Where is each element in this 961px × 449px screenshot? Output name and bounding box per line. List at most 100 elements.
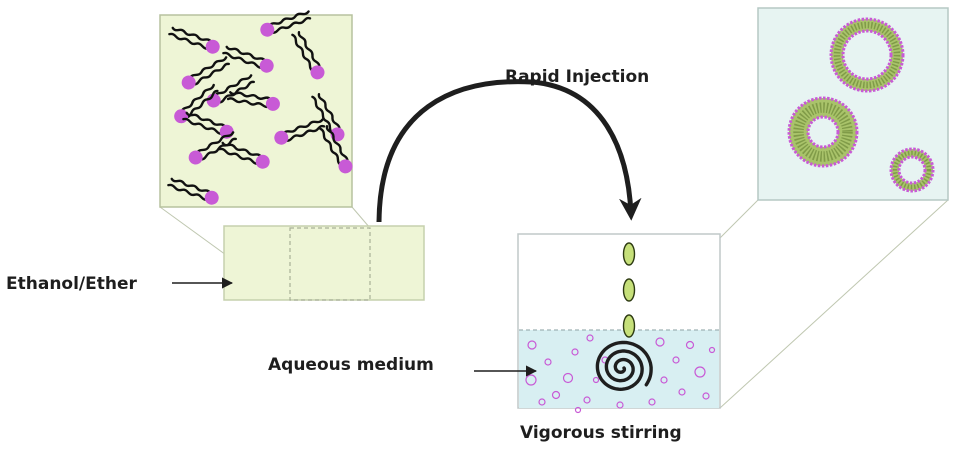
lipid-molecule <box>226 91 280 111</box>
lipid-tail <box>291 33 315 73</box>
liposomes <box>787 17 935 193</box>
small-vesicle <box>538 398 546 406</box>
lipid-tail <box>221 141 263 159</box>
stirring-spiral-icon <box>595 340 653 392</box>
droplet <box>622 242 636 266</box>
small-vesicle <box>672 356 680 364</box>
lipid-head <box>310 65 325 80</box>
lipid-tail <box>284 124 326 142</box>
small-vesicle <box>586 334 594 342</box>
inner-head-layer <box>841 29 893 81</box>
liposome <box>787 96 859 168</box>
lipid-molecules <box>167 10 353 205</box>
lipid-tail <box>171 26 213 44</box>
liposome-zoom-inset <box>757 7 949 201</box>
lipid-tail <box>213 74 253 98</box>
lipid-tail <box>297 31 321 69</box>
inner-head-layer <box>897 155 927 185</box>
injection-arrow <box>376 79 642 223</box>
label-vigorous-stirring: Vigorous stirring <box>520 423 682 443</box>
lipid-head <box>255 154 270 169</box>
bilayer-tails <box>793 102 853 162</box>
lipid-tail <box>229 91 272 101</box>
small-vesicle <box>571 348 579 356</box>
small-vesicle <box>551 390 561 400</box>
zoom-region-outline <box>289 227 371 301</box>
lipid-tail <box>167 183 210 201</box>
lipid-tail <box>180 83 215 114</box>
small-vesicle <box>694 366 706 378</box>
lipid-tail <box>185 111 227 129</box>
small-vesicle <box>592 376 600 384</box>
lipid-head <box>205 39 220 54</box>
label-rapid-injection: Rapid Injection <box>505 67 649 87</box>
label-ethanol-ether: Ethanol/Ether <box>6 274 138 294</box>
small-vesicle <box>544 358 552 366</box>
lipid-tail <box>317 93 341 131</box>
lipid-molecule <box>291 31 325 80</box>
lipid-molecule <box>319 125 353 174</box>
lipid-tail <box>168 32 211 50</box>
lipid-head <box>181 75 196 90</box>
inner-head-layer <box>806 115 840 149</box>
lipid-tail <box>225 45 267 63</box>
lipid-molecule <box>260 10 312 37</box>
small-vesicle <box>685 340 695 350</box>
small-vesicle <box>702 392 710 400</box>
bilayer-tails <box>833 21 901 89</box>
lipid-head <box>204 190 219 205</box>
outer-head-layer <box>787 96 859 168</box>
small-vesicle <box>527 340 537 350</box>
small-vesicle <box>708 346 716 354</box>
lipid-molecule <box>274 118 326 145</box>
small-vesicle <box>616 401 624 409</box>
lipid-tail <box>195 131 235 155</box>
small-vesicle <box>583 396 591 404</box>
liposome <box>829 17 905 93</box>
lipid-tail <box>192 62 230 86</box>
lipid-molecule <box>168 26 220 54</box>
lipid-molecule <box>218 141 270 169</box>
outer-head-layer <box>829 17 905 93</box>
lipid-tail <box>170 177 212 195</box>
liposome <box>889 147 935 193</box>
lipid-tail <box>270 16 312 34</box>
lipid-head <box>338 159 353 174</box>
small-vesicle <box>562 372 574 384</box>
lipid-head <box>274 130 289 145</box>
lipid-tail <box>182 117 225 135</box>
small-vesicle <box>648 398 656 406</box>
lipid-tail <box>184 89 219 119</box>
lipid-tail <box>281 118 324 136</box>
lipid-tail <box>188 56 228 80</box>
lipid-tail <box>325 125 349 163</box>
small-vesicle <box>660 376 668 384</box>
small-vesicle <box>574 406 582 414</box>
lipid-zoom-inset <box>159 14 353 208</box>
small-vesicle <box>678 388 686 396</box>
injected-droplets <box>622 242 636 338</box>
small-vesicle <box>655 337 665 347</box>
lipid-head <box>265 96 280 111</box>
bilayer-tails <box>892 150 932 190</box>
lipid-tail <box>319 127 343 167</box>
droplet <box>622 278 636 302</box>
lipid-molecule <box>181 56 230 90</box>
outer-head-layer <box>889 147 935 193</box>
lipid-tail <box>226 97 271 109</box>
small-vesicles <box>525 334 716 414</box>
lipid-head <box>259 58 274 73</box>
lipid-head <box>188 150 203 165</box>
lipid-tail <box>222 51 265 69</box>
lipid-tail <box>311 95 335 135</box>
label-aqueous-medium: Aqueous medium <box>268 355 434 375</box>
ethanol-ether-container <box>223 225 425 301</box>
lipid-tail <box>267 10 310 28</box>
lipid-tail <box>218 147 261 165</box>
droplet <box>622 314 636 338</box>
lipid-molecule <box>167 177 219 205</box>
lipid-molecule <box>222 45 274 73</box>
lipid-head <box>260 22 275 37</box>
